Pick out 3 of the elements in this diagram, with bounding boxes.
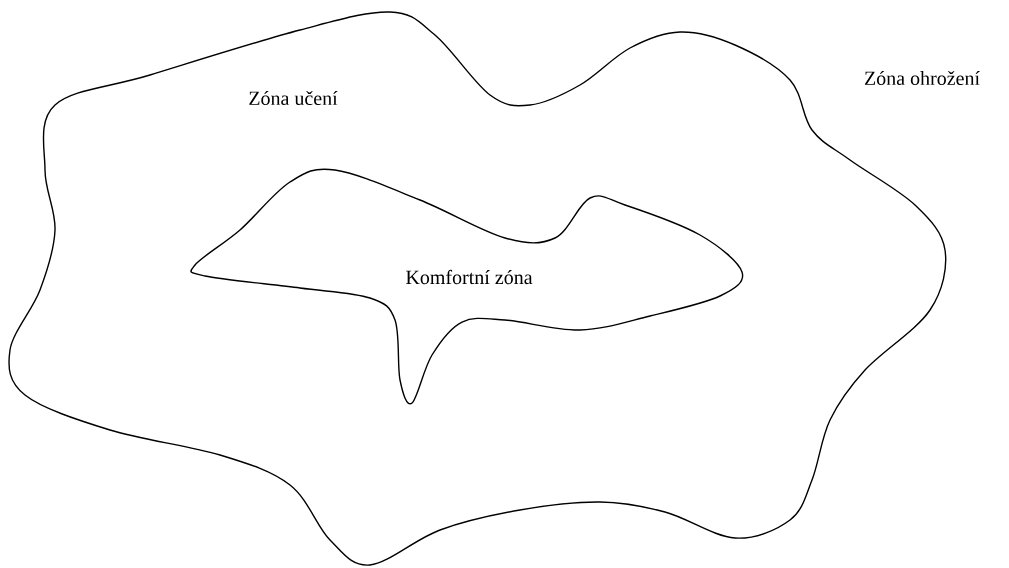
zone-label: Zóna ohrožení: [864, 70, 980, 86]
zone-label: Zóna učení: [249, 90, 338, 106]
zone-label: Komfortní zóna: [406, 269, 533, 285]
